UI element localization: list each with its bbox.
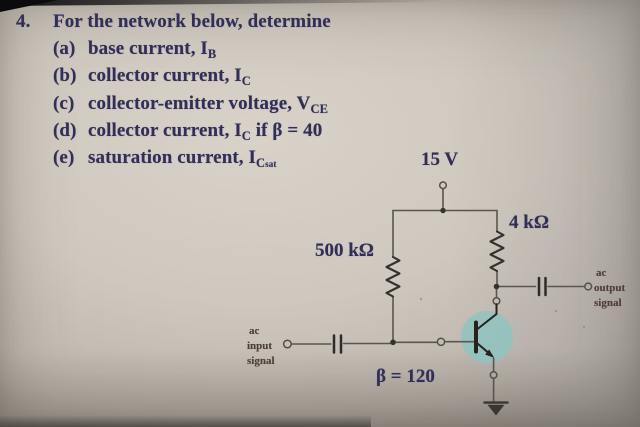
problem-heading: 4. For the network below, determine	[16, 8, 331, 35]
problem-item-a: (a) base current, IB	[16, 35, 331, 62]
problem-item-d: (d) collector current, IC if β = 40	[16, 117, 331, 144]
problem-statement: 4. For the network below, determine (a) ba…	[16, 8, 331, 171]
supply-junction-dot	[440, 207, 446, 214]
problem-item-c: (c) collector-emitter voltage, VCE	[16, 90, 331, 117]
item-label: (a)	[53, 38, 76, 60]
supply-voltage-label: 15 V	[421, 149, 459, 170]
collector-resistor-label: 4 kΩ	[509, 212, 550, 233]
base-resistor-label: 500 kΩ	[314, 240, 374, 261]
input-terminal-circle	[282, 339, 292, 349]
paper-speck	[583, 326, 585, 328]
item-symbol: I	[234, 119, 242, 141]
transistor-emitter-arrow	[485, 349, 494, 358]
output-label-line2: output	[594, 282, 626, 294]
problem-item-e: (e) saturation current, ICsat	[16, 144, 331, 171]
item-symbol: V	[296, 92, 311, 114]
output-terminal-circle	[584, 282, 593, 291]
wires	[290, 188, 586, 403]
input-label-line1: ac	[249, 325, 260, 337]
output-label-line1: ac	[596, 267, 607, 279]
item-text: collector current,	[88, 65, 235, 87]
paper-speck	[419, 297, 423, 301]
input-label-line3: signal	[247, 355, 275, 367]
photo-edge-bottom	[0, 415, 372, 427]
ground-symbol	[483, 401, 509, 416]
output-label-line3: signal	[594, 297, 622, 309]
emitter-terminal-circle	[489, 370, 498, 380]
transistor-collector-lead	[476, 303, 498, 330]
capacitors	[332, 276, 547, 354]
problem-item-b: (b) collector current, IC	[16, 62, 331, 89]
item-symbol: I	[248, 147, 256, 169]
collector-junction-dot	[493, 283, 500, 290]
resistors	[385, 230, 505, 298]
problem-title: For the network below, determine	[53, 11, 331, 32]
ac-input-signal-label: ac input signal	[247, 324, 275, 369]
item-suffix: if β = 40	[250, 119, 323, 141]
item-label: (e)	[53, 147, 75, 169]
item-subscript: C	[241, 74, 251, 89]
item-label: (b)	[53, 65, 77, 87]
junction-dots	[390, 207, 500, 346]
base-resistor-zigzag	[385, 255, 401, 298]
photo-edge-top	[0, 0, 470, 6]
paper-specks	[419, 297, 585, 328]
base-junction-dot	[390, 339, 396, 346]
item-label: (c)	[53, 92, 75, 114]
item-text: collector-emitter voltage,	[88, 92, 297, 114]
item-text: saturation current,	[88, 147, 249, 169]
transistor-symbol	[474, 303, 498, 358]
item-text: base current,	[88, 38, 201, 60]
ac-output-signal-label: ac output signal	[594, 266, 625, 311]
item-label: (d)	[53, 119, 77, 141]
problem-number: 4.	[16, 11, 31, 32]
ground-triangle	[487, 404, 505, 416]
item-text: collector current,	[88, 119, 235, 141]
terminals	[282, 181, 593, 380]
paper-speck	[554, 309, 558, 313]
base-terminal-circle	[436, 337, 446, 347]
input-label-line2: input	[247, 340, 273, 352]
item-subsubscript: sat	[265, 159, 277, 170]
item-subscript: B	[207, 47, 217, 62]
item-subscript: C	[241, 128, 251, 143]
supply-terminal-circle	[438, 181, 448, 190]
item-subscript: CE	[310, 101, 329, 116]
item-subscript: C	[256, 156, 266, 171]
item-symbol: I	[200, 38, 208, 60]
collector-resistor-zigzag	[489, 230, 505, 273]
transistor-beta-label: β = 120	[376, 366, 435, 387]
item-symbol: I	[234, 65, 242, 87]
